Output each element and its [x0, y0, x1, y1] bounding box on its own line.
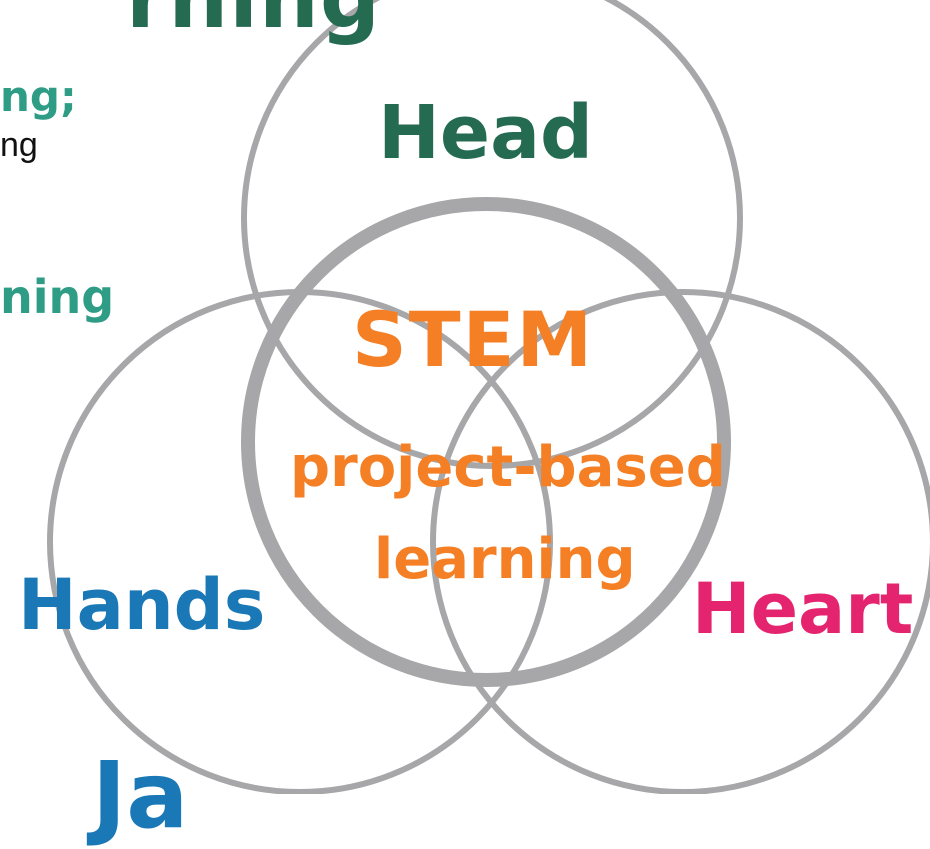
- partial-green-line-2: ning: [0, 270, 115, 324]
- venn-circles: [47, 0, 930, 795]
- heart-label: Heart: [692, 568, 914, 650]
- partial-bottom-text: Ja: [92, 742, 189, 849]
- heart-circle: [430, 289, 930, 795]
- partial-top-title: rning: [126, 0, 381, 40]
- head-circle: [241, 0, 743, 469]
- stem-label: STEM: [352, 295, 595, 384]
- hands-label: Hands: [18, 564, 266, 646]
- partial-black-line-1: ng: [0, 126, 38, 164]
- head-label: Head: [378, 90, 594, 176]
- project-based-label: project-based: [290, 435, 726, 500]
- partial-green-line-1: ng;: [0, 72, 77, 121]
- stem-center-circle: [241, 197, 731, 687]
- learning-label: learning: [374, 527, 636, 592]
